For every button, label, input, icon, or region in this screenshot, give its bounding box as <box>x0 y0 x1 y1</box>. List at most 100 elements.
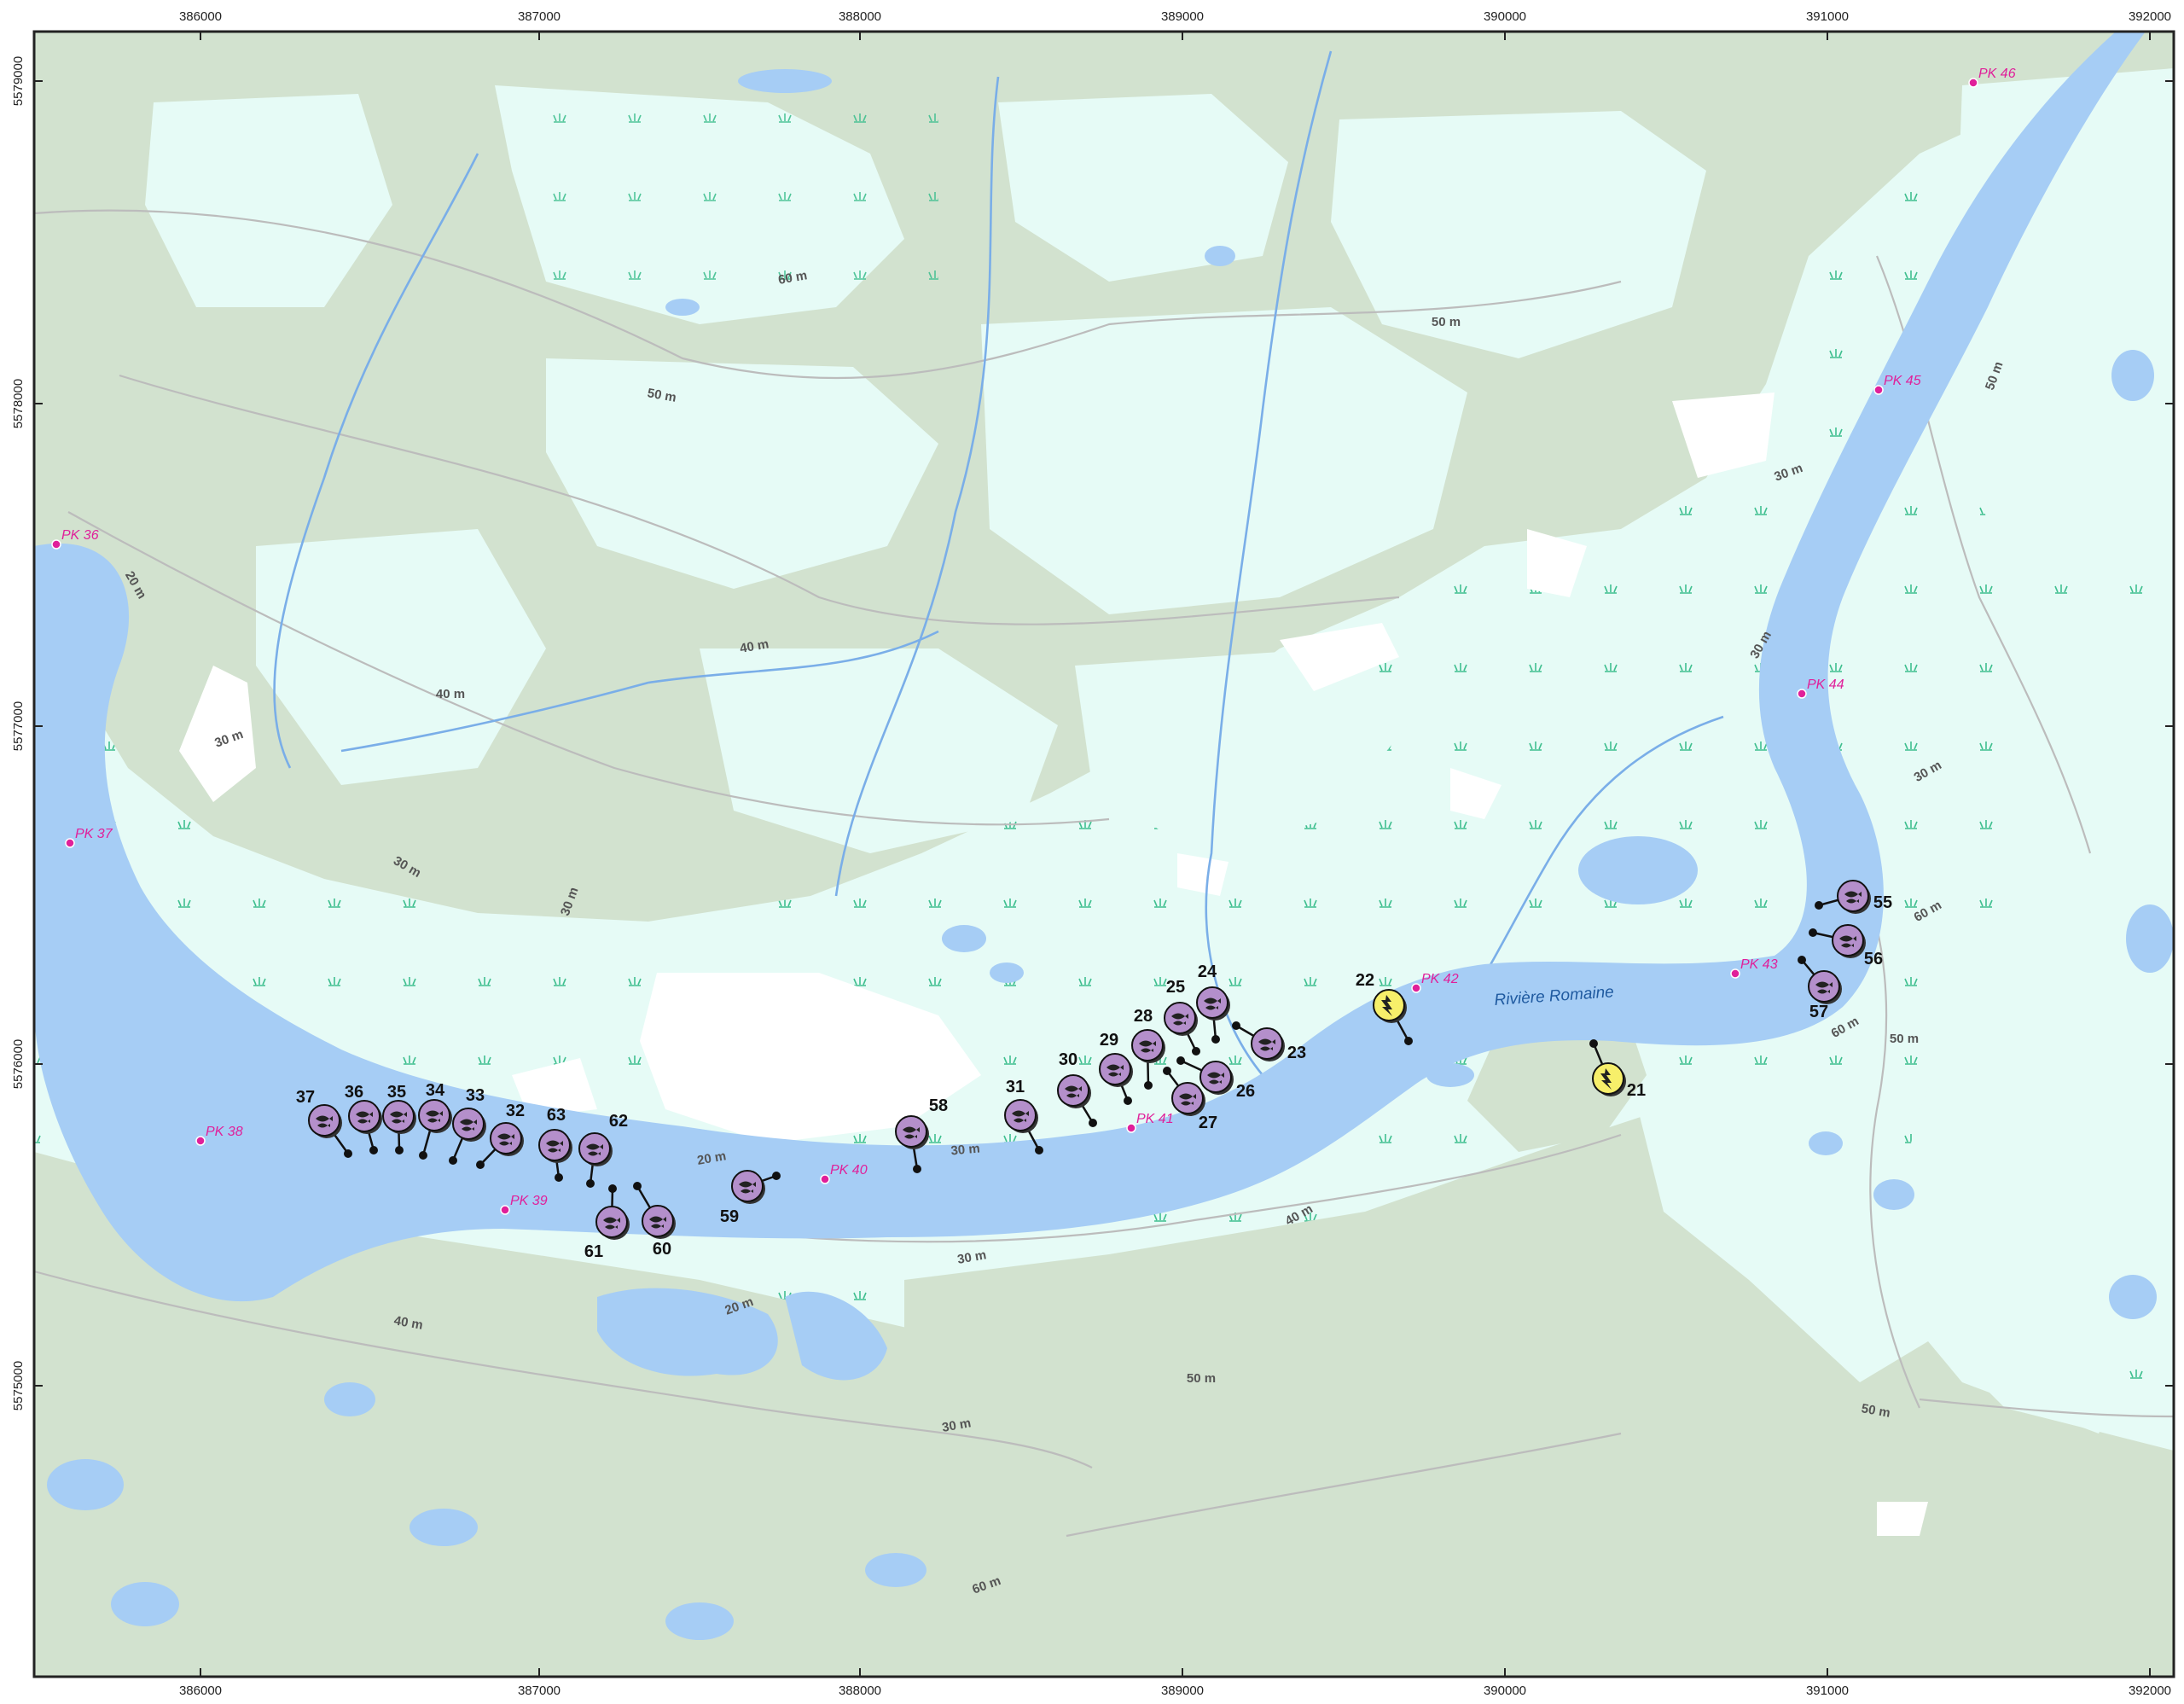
x-tick-label: 386000 <box>179 1684 222 1698</box>
site-marker: 36 <box>345 1083 382 1154</box>
site-marker: 58 <box>895 1096 948 1173</box>
pk-dot-icon <box>1730 968 1740 979</box>
contour-label: 50 m <box>1187 1371 1216 1386</box>
site-anchor-dot <box>476 1160 485 1169</box>
site-label: 63 <box>547 1106 566 1125</box>
fish-icon <box>1844 891 1862 904</box>
site-anchor-dot <box>1035 1146 1043 1154</box>
contour-label: 30 m <box>941 1416 973 1435</box>
contour-label: 50 m <box>1860 1401 1891 1421</box>
site-label: 22 <box>1356 971 1374 990</box>
pk-label: PK 39 <box>510 1194 548 1208</box>
site-marker: 59 <box>720 1170 781 1226</box>
site-marker: 29 <box>1099 1031 1133 1105</box>
pk-label: PK 46 <box>1978 67 2016 81</box>
site-anchor-dot <box>1404 1037 1413 1045</box>
site-label: 28 <box>1134 1007 1153 1026</box>
site-marker: 55 <box>1815 880 1892 914</box>
fish-icon <box>1107 1064 1124 1077</box>
fish-icon <box>603 1217 620 1230</box>
pk-marker: PK 46 <box>1968 67 2016 88</box>
pk-dot-icon <box>1411 983 1421 993</box>
fish-icon <box>1815 981 1833 994</box>
site-label: 32 <box>506 1102 525 1120</box>
pk-dot-icon <box>195 1136 206 1146</box>
fish-icon <box>1171 1013 1188 1026</box>
y-tick-label: 5575000 <box>11 1361 26 1410</box>
x-tick-label: 392000 <box>2129 1684 2171 1698</box>
map-frame <box>32 30 2175 1678</box>
contour-label: 30 m <box>956 1247 988 1267</box>
site-anchor-dot <box>1192 1047 1200 1056</box>
site-marker: 32 <box>476 1102 525 1169</box>
pk-dot-icon <box>820 1174 830 1184</box>
fish-icon <box>316 1115 333 1128</box>
site-marker: 30 <box>1057 1050 1097 1127</box>
river <box>34 32 2146 1302</box>
site-label: 59 <box>720 1207 739 1226</box>
y-tick-label: 5579000 <box>11 56 26 106</box>
x-tick-label: 389000 <box>1161 9 1204 24</box>
fish-icon <box>1839 935 1856 948</box>
pk-label: PK 40 <box>830 1163 868 1178</box>
contour-label: 50 m <box>1890 1032 1919 1046</box>
fish-icon <box>586 1143 603 1156</box>
y-tick-label: 5576000 <box>11 1039 26 1089</box>
site-marker: 60 <box>633 1182 676 1259</box>
site-anchor-dot <box>608 1184 617 1193</box>
site-marker: 63 <box>538 1106 572 1182</box>
site-label: 55 <box>1873 893 1892 912</box>
site-label: 29 <box>1100 1031 1118 1050</box>
fish-icon <box>460 1119 477 1131</box>
lakes <box>47 69 2174 1640</box>
x-tick-label: 391000 <box>1806 1684 1849 1698</box>
site-marker: 28 <box>1131 1007 1165 1090</box>
site-label: 36 <box>345 1083 363 1102</box>
site-anchor-dot <box>633 1182 642 1190</box>
fish-icon <box>1258 1038 1275 1051</box>
fish-icon <box>1179 1093 1196 1106</box>
site-label: 37 <box>296 1088 315 1107</box>
pk-marker: PK 41 <box>1126 1112 1174 1133</box>
pk-marker: PK 38 <box>195 1125 243 1146</box>
spawning-icon <box>1381 995 1392 1016</box>
site-marker: 37 <box>296 1088 352 1158</box>
site-label: 23 <box>1287 1044 1306 1062</box>
x-tick-label: 392000 <box>2129 9 2171 24</box>
site-anchor-dot <box>1124 1096 1132 1105</box>
pk-label: PK 37 <box>75 827 113 841</box>
x-tick-label: 387000 <box>518 9 561 24</box>
site-label: 61 <box>584 1242 603 1261</box>
site-marker: 56 <box>1809 924 1883 968</box>
x-tick-label: 388000 <box>839 9 881 24</box>
fish-icon <box>546 1140 563 1153</box>
site-label: 57 <box>1809 1003 1828 1021</box>
contour-label: 50 m <box>646 386 677 405</box>
contour-label: 30 m <box>950 1142 981 1159</box>
streams <box>273 50 1724 1076</box>
fish-icon <box>497 1133 514 1146</box>
site-anchor-dot <box>1589 1039 1598 1048</box>
site-anchor-dot <box>395 1146 404 1154</box>
contour-label: 40 m <box>436 687 465 701</box>
pk-dot-icon <box>51 539 61 550</box>
pk-dot-icon <box>1968 78 1978 88</box>
pk-dot-icon <box>500 1205 510 1215</box>
site-marker: 34 <box>418 1081 452 1160</box>
site-label: 56 <box>1864 950 1883 968</box>
contour-label: 50 m <box>1432 315 1461 329</box>
site-anchor-dot <box>586 1179 595 1188</box>
site-anchor-dot <box>772 1172 781 1180</box>
site-label: 30 <box>1059 1050 1077 1069</box>
site-label: 25 <box>1166 978 1185 997</box>
site-anchor-dot <box>1176 1056 1185 1065</box>
site-marker: 27 <box>1163 1067 1217 1132</box>
site-marker: 35 <box>382 1083 416 1154</box>
site-label: 34 <box>426 1081 445 1100</box>
x-tick-label: 387000 <box>518 1684 561 1698</box>
pk-label: PK 43 <box>1740 957 1778 972</box>
site-anchor-dot <box>369 1146 378 1154</box>
site-label: 58 <box>929 1096 948 1115</box>
